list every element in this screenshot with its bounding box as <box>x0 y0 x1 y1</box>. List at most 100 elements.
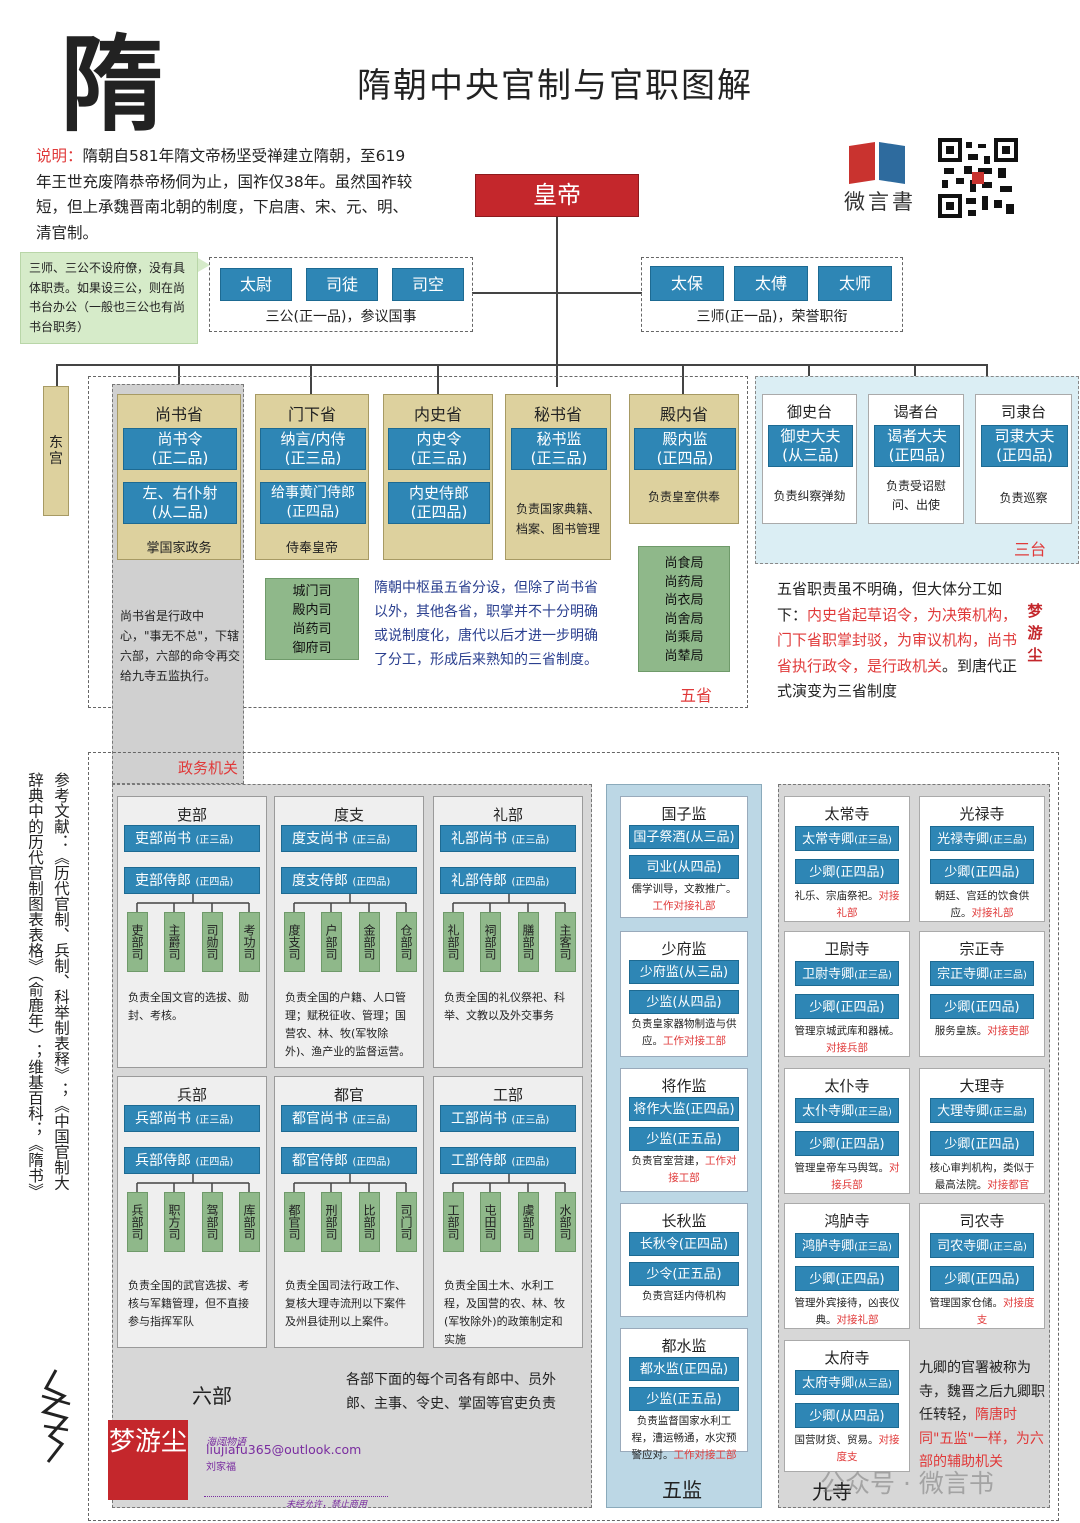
diannei-sub: 尚辇局 <box>664 648 704 664</box>
ministry-name: 都官 <box>333 1086 364 1104</box>
ministry-duty: 负责全国的户籍、人口管理；赋税征收、管理；国营农、林、牧(军牧除外)、渔产业的监… <box>285 991 411 1058</box>
connector-line <box>472 292 642 294</box>
menxia-subs: 城门司 殿内司 尚药司 御府司 <box>265 578 359 660</box>
sangong-taiwei: 太尉 <box>220 268 292 301</box>
bureau-box: 兵部司 <box>127 1192 148 1252</box>
court-head: 太府寺卿(从三品) <box>795 1370 899 1395</box>
mishu-province: 秘书省 秘书监(正三品) 负责国家典籍、档案、图书管理 <box>505 394 611 560</box>
bureau-box: 金部司 <box>359 912 380 972</box>
menxia-name: 门下省 <box>287 405 336 424</box>
bureau-box: 工部司 <box>443 1192 464 1252</box>
menxia-sub: 御府司 <box>292 641 332 656</box>
branch-lines <box>293 894 407 912</box>
bureau-box: 户部司 <box>321 912 342 972</box>
ministry-shangshu: 工部尚书 (正三品) <box>440 1105 576 1132</box>
directorate-head: 国子祭酒(从三品) <box>629 825 739 849</box>
wusheng-label: 五省 <box>680 686 713 705</box>
court-box: 太仆寺太仆寺卿(正三品)少卿(正四品)管理皇帝车马舆驾。对接兵部 <box>784 1068 910 1194</box>
diannei-subs: 尚食局 尚药局 尚衣局 尚舍局 尚乘局 尚辇局 <box>638 546 730 672</box>
watermark: 公众号 · 微言书 <box>820 1469 994 1498</box>
sanshi-taifu: 太傅 <box>734 266 808 301</box>
court-deputy: 少卿(正四品) <box>795 859 899 884</box>
bureau-box: 度支司 <box>284 912 305 972</box>
directorate-name: 都水监 <box>661 1337 707 1355</box>
court-box: 司农寺司农寺卿(正三品)少卿(正四品)管理国家仓储。对接度支 <box>919 1203 1045 1329</box>
connector-line <box>682 364 684 394</box>
lower-region <box>88 752 1059 1521</box>
bureau-box: 屯田司 <box>480 1192 501 1252</box>
ministry-duty: 负责全国土木、水利工程，及国营的农、林、牧(军牧除外)的政策制定和实施 <box>444 1279 565 1346</box>
division-note: 五省职责虽不明确，但大体分工如下：内史省起草诏令，为决策机构，门下省职掌封驳，为… <box>777 580 1018 700</box>
ministry-shilang: 兵部侍郎 (正四品) <box>124 1147 260 1174</box>
court-head: 鸿胪寺卿(正三品) <box>795 1233 899 1258</box>
court-head: 司农寺卿(正三品) <box>930 1233 1034 1258</box>
santai-label: 三台 <box>1014 540 1047 559</box>
zhengwu-label: 政务机关 <box>177 759 238 777</box>
ministry-box: 兵部兵部尚书 (正三品)兵部侍郎 (正四品)兵部司职方司驾部司库部司负责全国的武… <box>117 1076 267 1348</box>
ministry-box: 礼部礼部尚书 (正三品)礼部侍郎 (正四品)礼部司祠部司膳部司主客司负责全国的礼… <box>433 796 583 1068</box>
diannei-jian: 殿内监(正四品) <box>634 428 736 470</box>
directorate-deputy: 少监(从四品) <box>629 990 739 1014</box>
bureau-box: 膳部司 <box>518 912 539 972</box>
note-pointer <box>198 258 210 272</box>
court-name: 大理寺 <box>959 1077 1005 1095</box>
brand-name: 微言書 <box>844 190 916 214</box>
connector-line <box>56 364 58 386</box>
directorate-box: 长秋监长秋令(正四品)少令(正五品)负责宫廷内侍机构 <box>620 1203 748 1317</box>
page-title: 隋朝中央官制与官职图解 <box>357 66 753 106</box>
author-email: liujiafu365@outlook.com <box>206 1442 362 1457</box>
directorate-head: 长秋令(正四品) <box>629 1232 739 1256</box>
book-logo-icon <box>845 140 910 185</box>
bureau-box: 主客司 <box>555 912 576 972</box>
directorate-box: 国子监国子祭酒(从三品)司业(从四品)儒学训导，文教推广。工作对接礼部 <box>620 796 748 918</box>
bureau-box: 礼部司 <box>443 912 464 972</box>
court-duty: 管理外宾接待，凶丧仪典。对接礼部 <box>794 1297 900 1326</box>
mengyouchen-seal: 梦游尘 <box>1027 602 1043 664</box>
bureau-box: 考功司 <box>239 912 260 972</box>
court-deputy: 少卿(正四品) <box>795 994 899 1019</box>
author-name: 刘家福 <box>206 1462 236 1473</box>
bureau-box: 库部司 <box>239 1192 260 1252</box>
ministry-shangshu: 礼部尚书 (正三品) <box>440 825 576 852</box>
ministry-name: 礼部 <box>492 806 523 824</box>
court-duty: 核心审判机构，类似于最高法院。对接都官 <box>929 1162 1035 1191</box>
liubu-label: 六部 <box>192 1384 232 1408</box>
court-duty: 礼乐、宗庙祭祀。对接礼部 <box>794 890 900 919</box>
dynasty-character: 隋 <box>60 23 165 146</box>
shangshu-pushe: 左、右仆射(从二品) <box>123 482 237 524</box>
emperor-label: 皇帝 <box>533 181 581 209</box>
sangong-sikong: 司空 <box>392 268 464 301</box>
ministry-shilang: 都官侍郎 (正四品) <box>281 1147 417 1174</box>
connector-line <box>556 217 558 387</box>
neishi-province: 内史省 内史令(正三品) 内史侍郎(正四品) <box>383 394 493 560</box>
wusheng-note: 隋朝中枢虽五省分设，但除了尚书省以外，其他各省，职掌并不十分明确或说制度化，唐代… <box>374 580 598 668</box>
court-deputy: 少卿(正四品) <box>795 1266 899 1291</box>
sangong-note: 三师、三公不设府僚，没有具体职责。如果设三公，则在尚书台办公（一般也三公也有尚书… <box>20 252 198 344</box>
ministry-name: 工部 <box>492 1086 523 1104</box>
court-duty: 国营财货、贸易。对接度支 <box>794 1434 900 1463</box>
directorate-head: 少府监(从三品) <box>629 960 739 984</box>
bureau-box: 祠部司 <box>480 912 501 972</box>
menxia-foot: 侍奉皇帝 <box>285 541 338 556</box>
ministry-box: 度支度支尚书 (正三品)度支侍郎 (正四品)度支司户部司金部司仓部司负责全国的户… <box>274 796 424 1068</box>
directorate-deputy: 少令(正五品) <box>629 1262 739 1286</box>
court-box: 太府寺太府寺卿(从三品)少卿(从四品)国营财货、贸易。对接度支 <box>784 1340 910 1472</box>
court-duty: 管理皇帝车马舆驾。对接兵部 <box>794 1162 900 1191</box>
court-name: 司农寺 <box>959 1212 1005 1230</box>
court-head: 宗正寺卿(正三品) <box>930 961 1034 986</box>
bureau-box: 比部司 <box>359 1192 380 1252</box>
directorate-head: 都水监(正四品) <box>629 1357 739 1381</box>
bureau-box: 刑部司 <box>321 1192 342 1252</box>
ministry-shangshu: 吏部尚书 (正三品) <box>124 825 260 852</box>
directorate-box: 将作监将作大监(正四品)少监(正五品)负责官室营建，工作对接工部 <box>620 1068 748 1192</box>
court-box: 卫尉寺卫尉寺卿(正三品)少卿(正四品)管理京城武库和器械。对接兵部 <box>784 931 910 1057</box>
court-duty: 管理京城武库和器械。对接兵部 <box>794 1025 900 1054</box>
court-duty: 朝廷、宫廷的饮食供应。对接礼部 <box>934 890 1030 919</box>
connector-line <box>56 364 987 366</box>
court-deputy: 少卿(正四品) <box>930 1266 1034 1291</box>
directorate-duty: 负责皇家器物制造与供应。工作对接工部 <box>631 1018 737 1047</box>
jiusi-note: 九卿的官署被称为寺，魏晋之后九卿职任转轻，隋唐时同"五监"一样，为六部的辅助机关 <box>919 1360 1045 1470</box>
directorate-duty: 儒学训导，文教推广。工作对接礼部 <box>631 883 737 912</box>
court-name: 卫尉寺 <box>824 940 870 958</box>
ministry-box: 工部工部尚书 (正三品)工部侍郎 (正四品)工部司屯田司虞部司水部司负责全国土木… <box>433 1076 583 1348</box>
